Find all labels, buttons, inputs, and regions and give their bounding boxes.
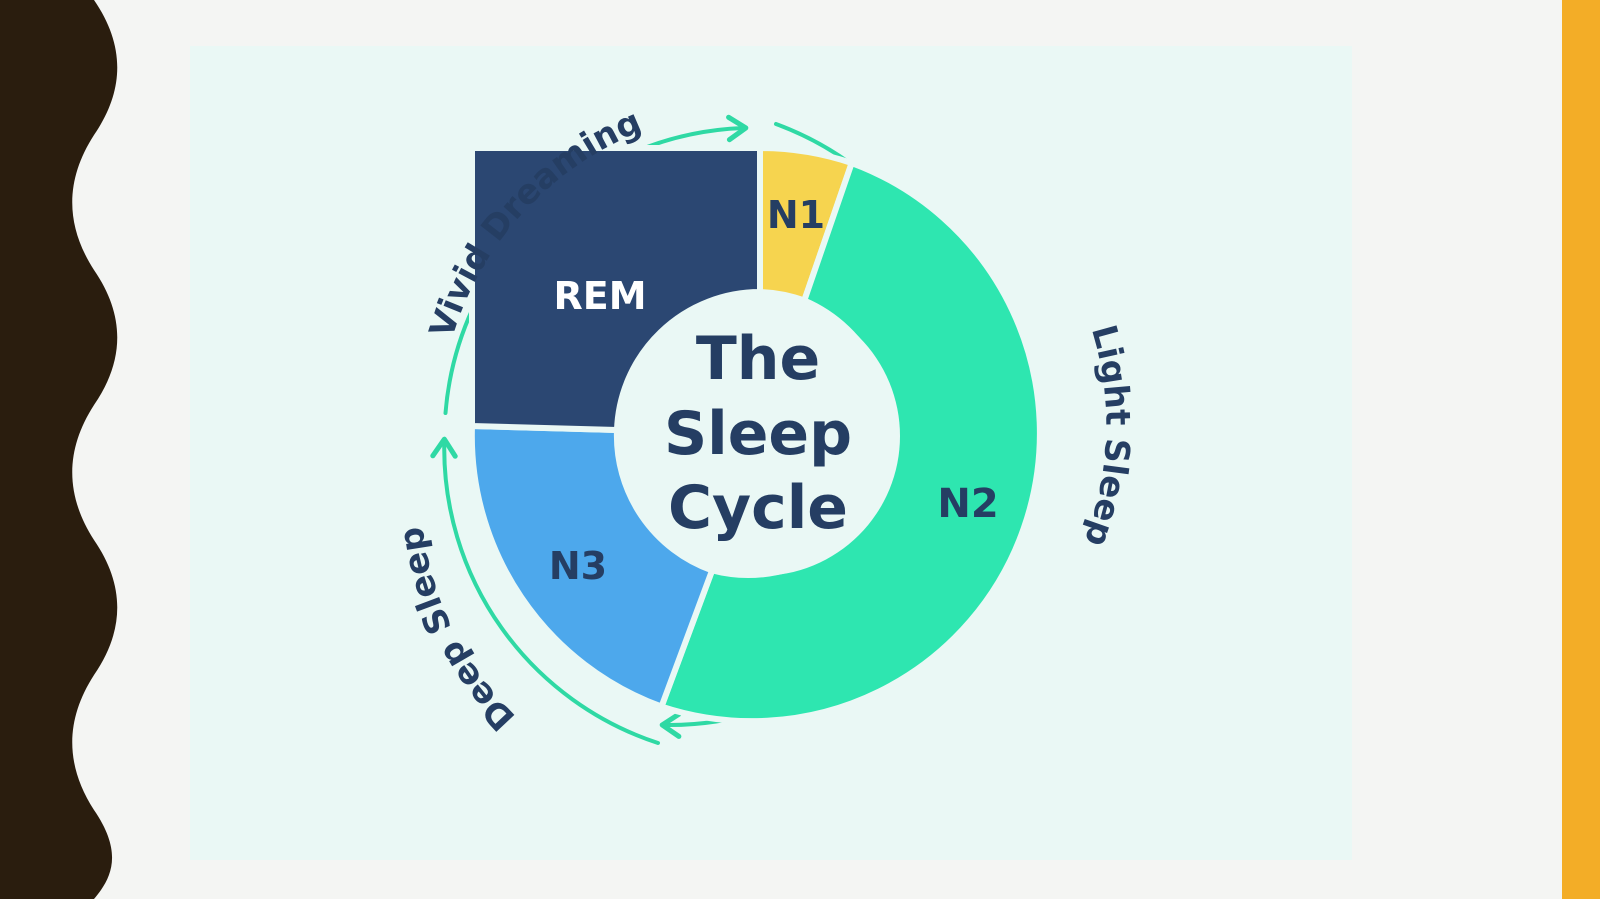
center-title: The Sleep Cycle xyxy=(664,324,852,543)
sleep-cycle-diagram: N1 N2 N3 REM The Sleep Cycle Vivid Dream… xyxy=(391,102,1137,745)
segment-n3 xyxy=(468,423,716,710)
left-decorative-band xyxy=(0,0,118,899)
diagram-panel: N1 N2 N3 REM The Sleep Cycle Vivid Dream… xyxy=(190,46,1352,860)
cycle-ring xyxy=(468,145,1043,725)
segment-label-rem: REM xyxy=(553,274,646,318)
segment-label-n1: N1 xyxy=(767,193,825,237)
segment-label-n3: N3 xyxy=(549,544,607,588)
arrow-deep-sleep-arc xyxy=(430,436,660,745)
arc-label-light-sleep-path: Light Sleep xyxy=(1076,321,1137,552)
segment-label-n2: N2 xyxy=(937,481,998,527)
center-title-line-1: The xyxy=(696,324,820,394)
right-accent-band xyxy=(1562,0,1600,899)
center-title-line-2: Sleep xyxy=(664,399,852,469)
segment-rem xyxy=(469,145,763,433)
wavy-edge xyxy=(0,0,118,899)
center-title-line-3: Cycle xyxy=(668,473,848,543)
arc-label-light-sleep: Light Sleep xyxy=(1076,321,1137,552)
center-circle xyxy=(620,296,900,576)
